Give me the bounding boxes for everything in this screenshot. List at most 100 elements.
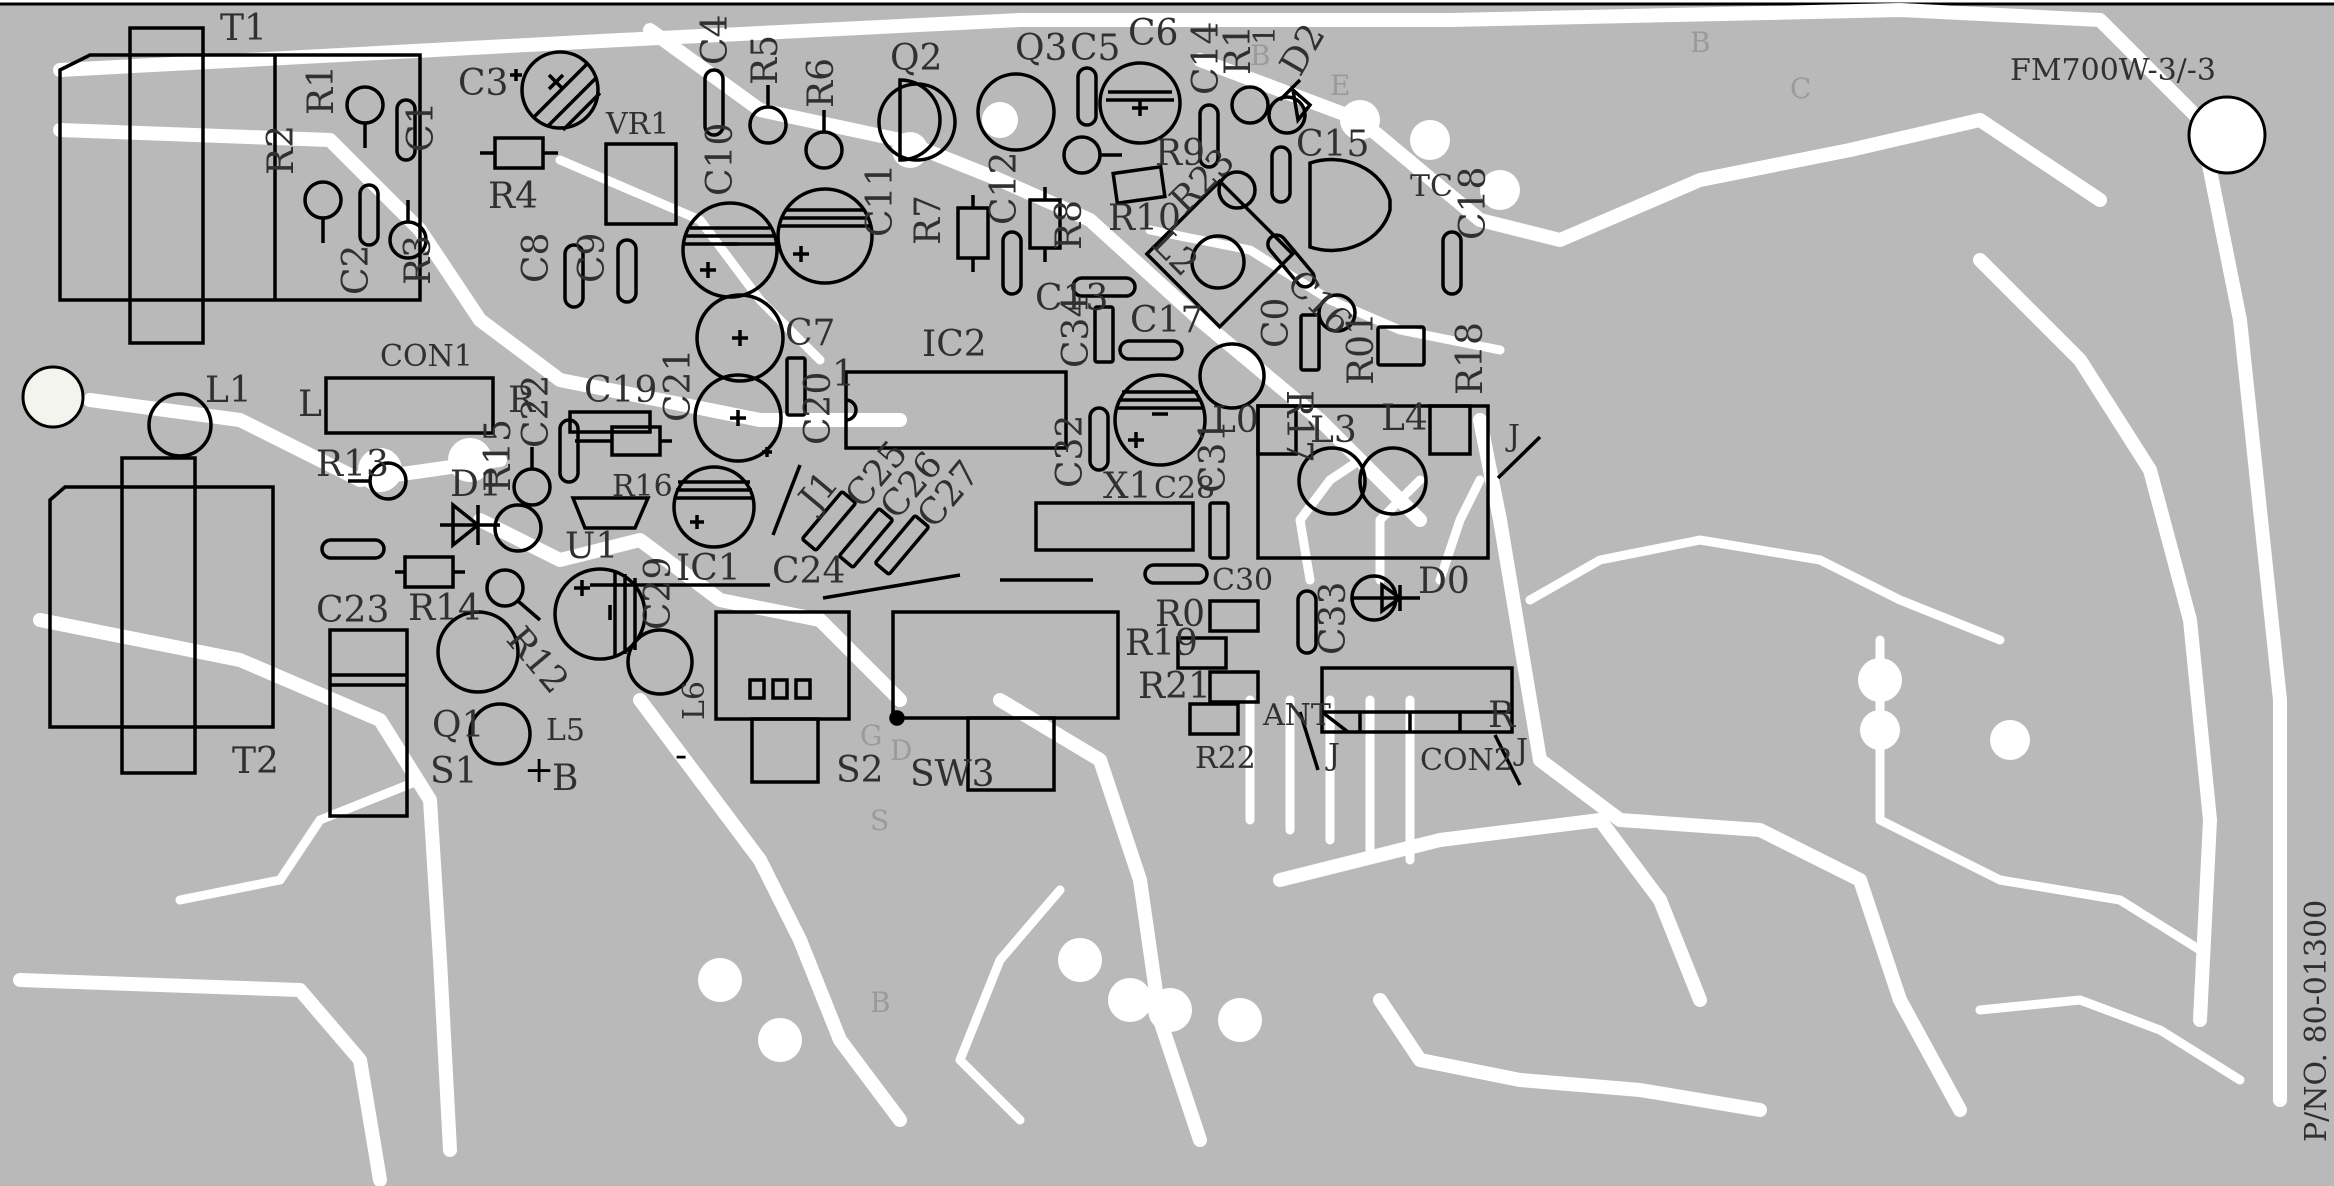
label-c15: C15 (1296, 124, 1369, 165)
label-r10: R10 (1108, 198, 1181, 239)
label-r18: R18 (1450, 322, 1491, 395)
board-part-number-label: P/NO. 80-01300 (2299, 900, 2334, 1142)
label-r01: R01 (1341, 312, 1382, 385)
label-c19: C19 (584, 370, 657, 411)
label-r22: R22 (1195, 741, 1256, 776)
label-one: 1 (1248, 26, 1283, 45)
transformer-t2-outline (48, 456, 275, 775)
label-c9: C9 (572, 233, 613, 283)
label-r16: R16 (612, 469, 673, 504)
label-r1-left: R1 (301, 65, 342, 115)
svg-text:-: - (675, 735, 687, 776)
label-b: B (552, 758, 578, 799)
label-t2: T2 (232, 741, 279, 782)
mounting-hole-left (21, 365, 85, 429)
label-j-bottom-left: J (1325, 738, 1340, 773)
label-ic2: IC2 (922, 324, 987, 365)
label-c17: C17 (1130, 300, 1203, 341)
svg-text:B: B (1250, 39, 1271, 72)
label-r13: R13 (316, 444, 389, 485)
label-r9: R9 (1155, 133, 1205, 174)
label-ic2-pin1: 1 (832, 354, 855, 395)
label-con1: CON1 (380, 339, 473, 374)
svg-text:E: E (1330, 69, 1350, 102)
label-con1-right-side: R (508, 380, 536, 421)
label-q3: Q3 (1015, 28, 1067, 69)
label-c3: C3 (458, 63, 508, 104)
label-ic1: IC1 (676, 548, 741, 589)
label-c8: C8 (516, 233, 557, 283)
label-c7: C7 (785, 313, 835, 354)
label-j-bottom-right: J (1513, 733, 1528, 768)
label-r3: R3 (398, 235, 439, 285)
label-q2: Q2 (890, 38, 942, 79)
label-sw3: SW3 (910, 754, 995, 795)
label-c34: C34 (1056, 295, 1097, 368)
svg-text:B: B (870, 986, 891, 1019)
switch-outlines (714, 573, 1120, 792)
label-ant: ANT (1262, 698, 1331, 733)
copper-traces (13, 3, 2287, 1186)
label-l0: L0 (1212, 400, 1259, 441)
transformer-t1-outline (58, 26, 422, 345)
small-components (303, 50, 1463, 549)
label-c12: C12 (984, 152, 1025, 225)
label-con2-right: R (1488, 695, 1516, 736)
label-r4: R4 (488, 176, 538, 217)
label-c11: C11 (860, 164, 901, 237)
label-c30: C30 (1212, 563, 1273, 598)
label-r19: R19 (1125, 623, 1198, 664)
label-s2: S2 (836, 750, 884, 791)
con1-outline (324, 376, 495, 435)
label-c33: C33 (1313, 582, 1354, 655)
label-l4: L4 (1381, 398, 1428, 439)
label-r8: R8 (1049, 200, 1090, 250)
label-con1-left-side: L (298, 384, 322, 425)
board-model-label: FM700W-3/-3 (2010, 53, 2216, 88)
label-r21: R21 (1138, 666, 1211, 707)
label-vr1: VR1 (605, 107, 669, 142)
c23-outline (328, 628, 409, 818)
label-l5: L5 (546, 713, 585, 748)
label-l3: L3 (1310, 410, 1357, 451)
label-c6: C6 (1128, 13, 1178, 54)
right-lower-components (1034, 404, 1542, 786)
label-c10: C10 (700, 123, 741, 196)
svg-text:+: + (524, 750, 554, 791)
label-r2: R2 (261, 125, 302, 175)
label-c31: C31 (1193, 420, 1234, 493)
label-c32: C32 (1050, 415, 1091, 488)
svg-text:S: S (870, 804, 889, 837)
label-r15: R15 (478, 419, 519, 492)
label-r17: R17 (1278, 390, 1319, 463)
label-c1: C1 (401, 102, 442, 152)
mounting-hole-right (2187, 95, 2267, 175)
label-con2: CON2 (1420, 743, 1513, 778)
label-r0: R0 (1155, 594, 1205, 635)
label-c24: C24 (772, 551, 845, 592)
svg-text:C: C (1790, 72, 1811, 105)
label-j-upper-right: J (1505, 419, 1520, 454)
label-x1: X1 (1103, 466, 1152, 507)
label-c23: C23 (316, 590, 389, 631)
svg-text:G: G (860, 719, 882, 752)
label-d0: D0 (1418, 561, 1470, 602)
ghost-label: B (1690, 26, 1711, 59)
label-c22: C22 (516, 375, 557, 448)
label-r14: R14 (408, 588, 481, 629)
label-c14: C14 (1186, 22, 1227, 95)
label-c13: C13 (1035, 278, 1108, 319)
left-middle-components (320, 410, 930, 766)
label-c20: C20 (798, 372, 839, 445)
label-c5: C5 (1070, 28, 1120, 69)
label-c21: C21 (658, 349, 699, 422)
label-d1: D1 (450, 464, 502, 505)
label-s1: S1 (430, 751, 478, 792)
label-u1: U1 (565, 526, 618, 567)
label-c29: C29 (638, 557, 679, 630)
label-q1: Q1 (432, 705, 484, 746)
pads (358, 100, 2030, 1062)
label-c18: C18 (1453, 167, 1494, 240)
